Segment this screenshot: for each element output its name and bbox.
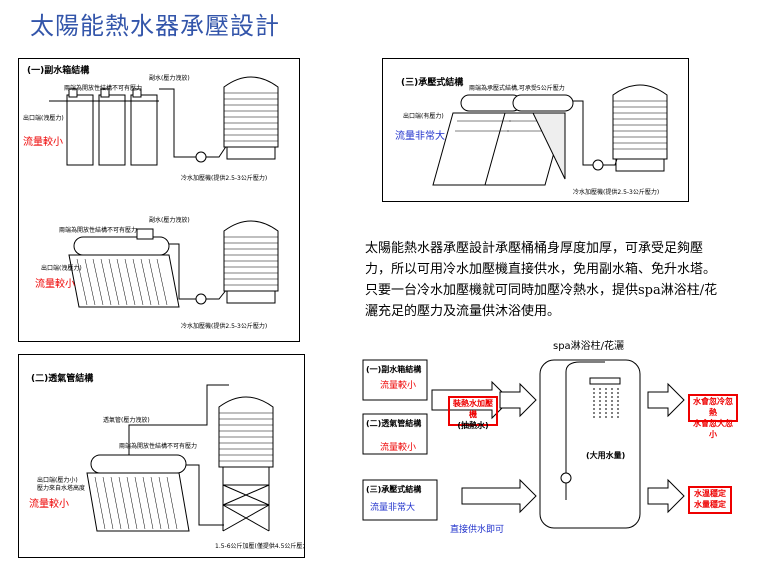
- panel-vent-supply: 出口端(壓力小): [37, 477, 78, 484]
- fc-box1-flow: 流量較小: [380, 381, 417, 391]
- fc-result1-line1: 水會忽冷忽熱: [693, 397, 733, 417]
- fc-box2: (二)透氣管結構: [366, 419, 422, 428]
- fc-box2-flow: 流量較小: [380, 443, 417, 453]
- panel-pressure-flow: 流量非常大: [395, 131, 445, 142]
- panel-sub-tank-note: 兩端為開放性結構不可有壓力: [64, 85, 143, 92]
- fc-result2: 水溫穩定 水量穩定: [688, 486, 732, 514]
- panel-sub-tank: (一)副水箱結構 兩端為開放性結構不可有壓力 副水(壓力洩放) 出口端(洩壓力)…: [18, 58, 300, 342]
- panel-pressure-heading: (三)承壓式結構: [401, 78, 464, 88]
- fc-mid-box: 裝熱水加壓機 (抽熱水): [448, 396, 498, 430]
- panel-vent-note: 兩端為開放性結構不可有壓力: [119, 443, 198, 450]
- fc-result1-line2: 水會忽大忽小: [693, 419, 733, 439]
- panel-pressure: (三)承壓式結構 兩端為承壓式結構,可承受5公斤壓力 出口端(有壓力) 流量非常…: [382, 58, 689, 202]
- fc-box3-flow: 流量非常大: [370, 503, 416, 513]
- panel-pressure-supply: 出口端(有壓力): [403, 113, 444, 120]
- panel-vent: (二)透氣管結構 透氣管(壓力洩放) 兩端為開放性結構不可有壓力 出口端(壓力小…: [18, 354, 305, 558]
- panel-pressure-drawing: [432, 84, 668, 186]
- panel-vent-bottom: 1.5-6公斤加壓(僅提供4.5公斤壓力): [215, 543, 305, 550]
- fc-mid-line1: 裝熱水加壓機: [453, 399, 493, 419]
- panel-vent-vent: 透氣管(壓力洩放): [103, 417, 150, 424]
- fc-box1: (一)副水箱結構: [366, 365, 422, 374]
- fc-bottom-note: 直接供水即可: [450, 525, 505, 535]
- panel-sub-tank-flow-2: 流量較小: [35, 279, 75, 290]
- fc-big-water: (大用水量): [586, 451, 626, 460]
- panel-vent-drawing: [86, 384, 274, 532]
- spa-title: spa淋浴柱/花灑: [553, 341, 625, 352]
- panel-sub-tank-pump: 冷水加壓機(提供2.5-3公斤壓力): [181, 175, 268, 182]
- description-text: 太陽能熱水器承壓設計承壓桶桶身厚度加厚，可承受足夠壓力，所以可用冷水加壓機直接供…: [365, 241, 718, 319]
- panel-sub-tank-drawing: [49, 76, 279, 308]
- page-title: 太陽能熱水器承壓設計: [30, 12, 280, 40]
- fc-result1: 水會忽冷忽熱 水會忽大忽小: [688, 394, 738, 439]
- panel-vent-supply-2: 壓力來自水塔高度: [37, 485, 86, 492]
- panel-sub-tank-supply-2: 出口端(洩壓力): [41, 265, 82, 272]
- panel-sub-tank-cold-in-2: 副水(壓力洩放): [149, 217, 190, 224]
- fc-mid-line2: (抽熱水): [457, 421, 489, 430]
- panel-sub-tank-note-2: 兩端為開放性結構不可有壓力: [59, 227, 138, 234]
- panel-pressure-note: 兩端為承壓式結構,可承受5公斤壓力: [469, 85, 565, 92]
- panel-sub-tank-heading: (一)副水箱結構: [27, 66, 90, 76]
- fc-box3: (三)承壓式結構: [366, 485, 422, 494]
- fc-result2-line1: 水溫穩定: [694, 489, 726, 498]
- panel-sub-tank-supply: 出口端(洩壓力): [23, 115, 64, 122]
- panel-vent-flow: 流量較小: [29, 499, 69, 510]
- fc-result2-line2: 水量穩定: [694, 500, 726, 509]
- panel-pressure-pump: 冷水加壓機(提供2.5-3公斤壓力): [573, 189, 660, 196]
- panel-sub-tank-pump-2: 冷水加壓機(提供2.5-3公斤壓力): [181, 323, 268, 330]
- panel-vent-heading: (二)透氣管結構: [31, 374, 94, 384]
- panel-sub-tank-cold-in: 副水(壓力洩放): [149, 75, 190, 82]
- panel-sub-tank-flow: 流量較小: [23, 137, 63, 148]
